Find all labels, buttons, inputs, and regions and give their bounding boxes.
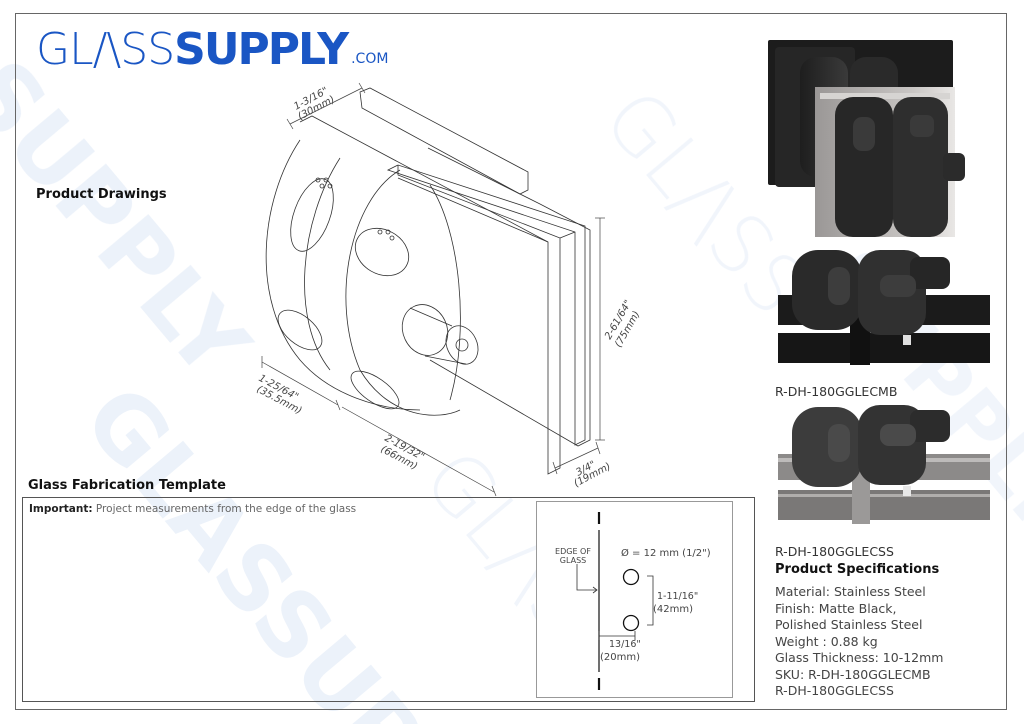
edge-offset-imperial: 13/16" bbox=[609, 639, 641, 650]
important-text: Project measurements from the edge of th… bbox=[95, 503, 357, 515]
spec-finish-2: Polished Stainless Steel bbox=[775, 617, 923, 632]
hole-spacing-imperial: 1-11/16" bbox=[657, 591, 698, 602]
logo-thin-text: GL/\SS bbox=[36, 24, 175, 75]
logo-suffix: .COM bbox=[351, 51, 389, 67]
spec-glass-thickness: Glass Thickness: 10-12mm bbox=[775, 650, 944, 665]
spec-sku-2: R-DH-180GGLECSS bbox=[775, 683, 894, 698]
fabrication-template-heading: Glass Fabrication Template bbox=[28, 478, 226, 493]
spec-sku-1: SKU: R-DH-180GGLECMB bbox=[775, 666, 931, 682]
spec-finish-1: Finish: Matte Black, bbox=[775, 600, 897, 616]
product-technical-drawing: 1-3/16" (30mm) 2-61/64" (75mm) 1-25/64" … bbox=[255, 82, 643, 497]
spec-material: Material: Stainless Steel bbox=[775, 584, 926, 599]
edge-of-glass-label-2: GLASS bbox=[560, 556, 586, 565]
product-specifications-list: Material: Stainless Steel Finish: Matte … bbox=[775, 584, 943, 700]
hole-diagram-svg: EDGE OF GLASS Ø = 12 mm (1/2") 1-11/16" … bbox=[555, 512, 711, 690]
page-border bbox=[15, 13, 1007, 710]
hole-template-diagram: EDGE OF GLASS Ø = 12 mm (1/2") 1-11/16" … bbox=[536, 501, 733, 698]
edge-of-glass-label-1: EDGE OF bbox=[555, 547, 591, 556]
product-specifications-heading: Product Specifications bbox=[775, 562, 940, 577]
important-note: Important: Project measurements from the… bbox=[29, 503, 356, 515]
product-sku-stainless: R-DH-180GGLECSS bbox=[775, 544, 894, 559]
product-photo-stainless bbox=[778, 405, 990, 524]
edge-offset-metric: (20mm) bbox=[600, 652, 640, 663]
hole-diameter-label: Ø = 12 mm (1/2") bbox=[621, 547, 711, 559]
brand-logo: GL/\SS SUPPLY .COM bbox=[36, 28, 388, 72]
logo-bold-text: SUPPLY bbox=[174, 24, 349, 75]
product-sku-black: R-DH-180GGLECMB bbox=[775, 384, 898, 399]
hole-spacing-metric: (42mm) bbox=[653, 604, 693, 615]
fabrication-template-box: Important: Project measurements from the… bbox=[22, 497, 755, 702]
spec-weight: Weight : 0.88 kg bbox=[775, 633, 878, 649]
important-label: Important: bbox=[29, 503, 93, 515]
product-photo-pair bbox=[768, 40, 965, 237]
product-drawings-heading: Product Drawings bbox=[36, 187, 167, 202]
product-photo-matte-black bbox=[778, 250, 990, 365]
